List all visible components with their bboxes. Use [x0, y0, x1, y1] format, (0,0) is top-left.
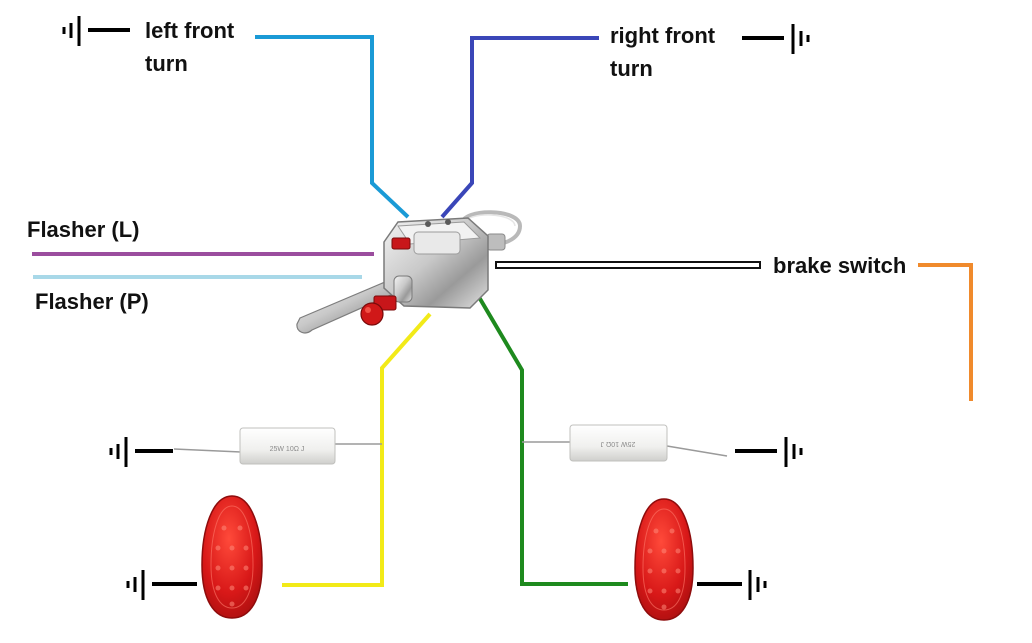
wire-brake-switch-out [918, 263, 973, 401]
red-led-tail-lamp-icon [634, 498, 694, 621]
label-line: turn [610, 56, 653, 81]
label-line: turn [145, 51, 188, 76]
ground-symbol-icon [109, 437, 173, 467]
wire-right-front-turn [440, 36, 599, 219]
load-resistor-icon: 25W 10Ω J [239, 427, 336, 465]
load-resistor-icon: 25W 10Ω J [569, 424, 668, 462]
red-led-tail-lamp-icon [201, 495, 263, 619]
right-front-turn-label: right front turn [610, 19, 715, 85]
ground-symbol-icon [697, 570, 767, 600]
resistor-lead [173, 448, 242, 453]
wire-brake-switch [495, 261, 761, 269]
wire-left-rear [282, 312, 432, 587]
left-front-turn-label: left front turn [145, 14, 234, 80]
ground-symbol-icon [126, 570, 197, 600]
turn-signal-switch-icon [296, 210, 523, 334]
ground-symbol-icon [742, 24, 810, 54]
wire-right-rear [474, 290, 628, 586]
ground-symbol-icon [735, 437, 803, 467]
ground-symbol-icon [62, 16, 130, 46]
resistor-marking: 25W 10Ω J [601, 440, 636, 447]
brake-switch-label: brake switch [773, 253, 907, 278]
wire-left-front-turn [255, 35, 410, 219]
flasher-l-label: Flasher (L) [27, 217, 140, 242]
flasher-p-label: Flasher (P) [35, 289, 149, 314]
label-line: left front [145, 18, 235, 43]
label-line: right front [610, 23, 716, 48]
resistor-marking: 25W 10Ω J [270, 446, 305, 453]
resistor-lead [666, 445, 728, 457]
